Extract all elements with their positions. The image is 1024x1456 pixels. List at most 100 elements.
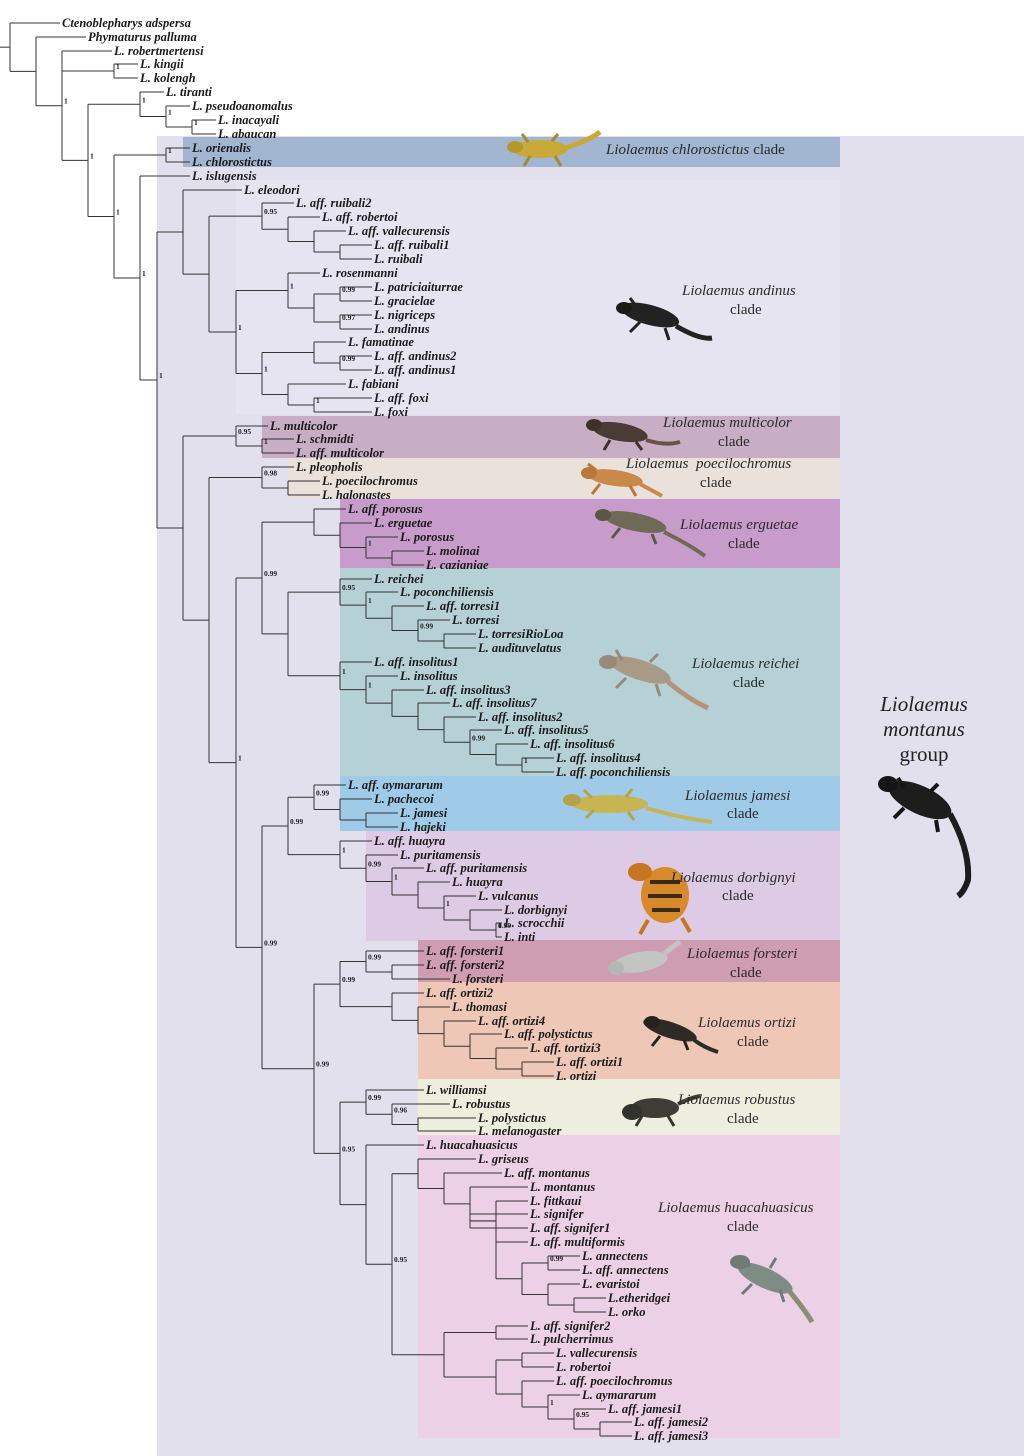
support-value: 0.95 [264, 207, 277, 216]
taxon-label: L. patriciaiturrae [373, 280, 463, 294]
taxon-label: L. aff. ruibali1 [373, 238, 449, 252]
taxon-label: L. annectens [581, 1249, 648, 1263]
support-value: 0.95 [576, 1410, 589, 1419]
clade-word-dorbignyi: clade [722, 888, 754, 904]
clade-word-poecilochromus: clade [700, 475, 732, 491]
taxon-label: L. multicolor [269, 419, 338, 433]
taxon-label: L. aff. huayra [373, 834, 445, 848]
taxon-label: L. molinai [425, 544, 480, 558]
support-value: 0.99 [368, 859, 381, 868]
taxon-label: L. robustus [451, 1097, 510, 1111]
taxon-label: L. cazianiae [425, 558, 489, 572]
taxon-label: L. kingii [139, 57, 184, 71]
support-value: 0.99 [342, 975, 355, 984]
support-value: 0.99 [290, 817, 303, 826]
taxon-label: L. aff. forsteri1 [425, 944, 504, 958]
clade-label-chlorostictus: Liolaemus chlorostictusclade [605, 142, 785, 158]
clade-label-dorbignyi: Liolaemus dorbignyi [670, 870, 796, 886]
support-value: 0.99 [472, 733, 485, 742]
taxon-label: L. aymararum [581, 1388, 657, 1402]
taxon-label: L. orko [607, 1305, 646, 1319]
taxon-label: L. fabiani [347, 377, 399, 391]
taxon-label: L. pleopholis [295, 460, 363, 474]
group-label-line1: Liolaemus [879, 692, 968, 716]
taxon-label: L. aff. multicolor [295, 446, 384, 460]
taxon-label: L. puritamensis [399, 848, 481, 862]
clade-label-poecilochromus: Liolaemus poecilochromus [625, 456, 791, 472]
taxon-label: L. foxi [373, 405, 409, 419]
taxon-label: L. aff. polystictus [503, 1027, 593, 1041]
taxon-label: L. scrocchii [503, 916, 565, 930]
taxon-label: L. dorbignyi [503, 903, 568, 917]
support-value: 0.99 [316, 788, 329, 797]
support-value: 1 [142, 269, 146, 278]
taxon-label: L. vallecurensis [555, 1346, 637, 1360]
taxon-label: L. orienalis [191, 141, 251, 155]
taxon-label: L. aff. ortizi1 [555, 1055, 623, 1069]
support-value: 0.99 [420, 622, 433, 631]
taxon-label: L. thomasi [451, 1000, 507, 1014]
clade-label-robustus: Liolaemus robustus [677, 1092, 796, 1108]
taxon-label: L.etheridgei [607, 1291, 671, 1305]
taxon-label: L. signifer [529, 1207, 584, 1221]
clade-label-huacahuasicus: Liolaemus huacahuasicus [657, 1200, 814, 1216]
taxon-label: L. aff. annectens [581, 1263, 669, 1277]
taxon-label: L. eleodori [243, 183, 300, 197]
clade-label-reichei: Liolaemus reichei [691, 656, 799, 672]
taxon-label: L. inacayali [217, 113, 280, 127]
taxon-label: L. schmidti [295, 432, 354, 446]
support-value: 0.99 [342, 354, 355, 363]
group-label-line3: group [900, 742, 949, 766]
clade-word-ortizi: clade [737, 1034, 769, 1050]
taxon-label: L. aff. robertoi [321, 210, 398, 224]
taxon-label: L. aff. andinus2 [373, 349, 456, 363]
taxon-label: L. aff. ruibali2 [295, 196, 371, 210]
taxon-label: L. poconchiliensis [399, 585, 494, 599]
taxon-label: L. reichei [373, 572, 424, 586]
clade-label-multicolor: Liolaemus multicolor [662, 415, 792, 431]
taxon-label: L. aff. ortizi2 [425, 986, 493, 1000]
support-value: 1 [524, 756, 528, 765]
taxon-label: L. huayra [451, 875, 503, 889]
taxon-label: L. aff. poconchiliensis [555, 765, 670, 779]
taxon-label: L. aff. insolitus2 [477, 710, 563, 724]
taxon-label: L. aff. foxi [373, 391, 429, 405]
support-value: 1 [290, 282, 294, 291]
support-value: 1 [194, 118, 198, 127]
taxon-label: L. robertmertensi [113, 44, 204, 58]
taxon-label: L. melanogaster [477, 1124, 561, 1138]
clade-word-erguetae: clade [728, 536, 760, 552]
taxon-label: L. inti [503, 930, 536, 944]
taxon-label: L. huacahuasicus [425, 1138, 518, 1152]
taxon-label: L. gracielae [373, 294, 436, 308]
taxon-label: L. hajeki [399, 820, 446, 834]
support-value: 1 [90, 151, 94, 160]
taxon-label: L. aff. signifer2 [529, 1319, 610, 1333]
support-value: 0.95 [342, 1144, 355, 1153]
taxon-label: L. aff. andinus1 [373, 363, 456, 377]
clade-label-ortizi: Liolaemus ortizi [697, 1015, 796, 1031]
clade-word-huacahuasicus: clade [727, 1219, 759, 1235]
support-value: 0.95 [238, 427, 251, 436]
taxon-label: L. porosus [399, 530, 454, 544]
taxon-label: L. aff. insolitus4 [555, 751, 641, 765]
support-value: 1 [238, 754, 242, 763]
taxon-label: L. montanus [529, 1180, 595, 1194]
taxon-label: L. polystictus [477, 1111, 546, 1125]
taxon-label: L. aff. insolitus6 [529, 737, 615, 751]
taxon-label: L. chlorostictus [191, 155, 272, 169]
support-value: 0.99 [368, 1093, 381, 1102]
support-value: 1 [446, 899, 450, 908]
support-value: 0.95 [394, 1255, 407, 1264]
support-value: 1 [238, 323, 242, 332]
clade-word-reichei: clade [733, 675, 765, 691]
taxon-label: L. aff. poecilochromus [555, 1374, 673, 1388]
support-value: 1 [342, 667, 346, 676]
taxon-label: L. insolitus [399, 669, 458, 683]
taxon-label: L. ortizi [555, 1069, 597, 1083]
support-value: 1 [264, 365, 268, 374]
taxon-label: L. fittkaui [529, 1194, 582, 1208]
support-value: 1 [368, 596, 372, 605]
taxon-label: Ctenoblepharys adspersa [62, 16, 191, 30]
